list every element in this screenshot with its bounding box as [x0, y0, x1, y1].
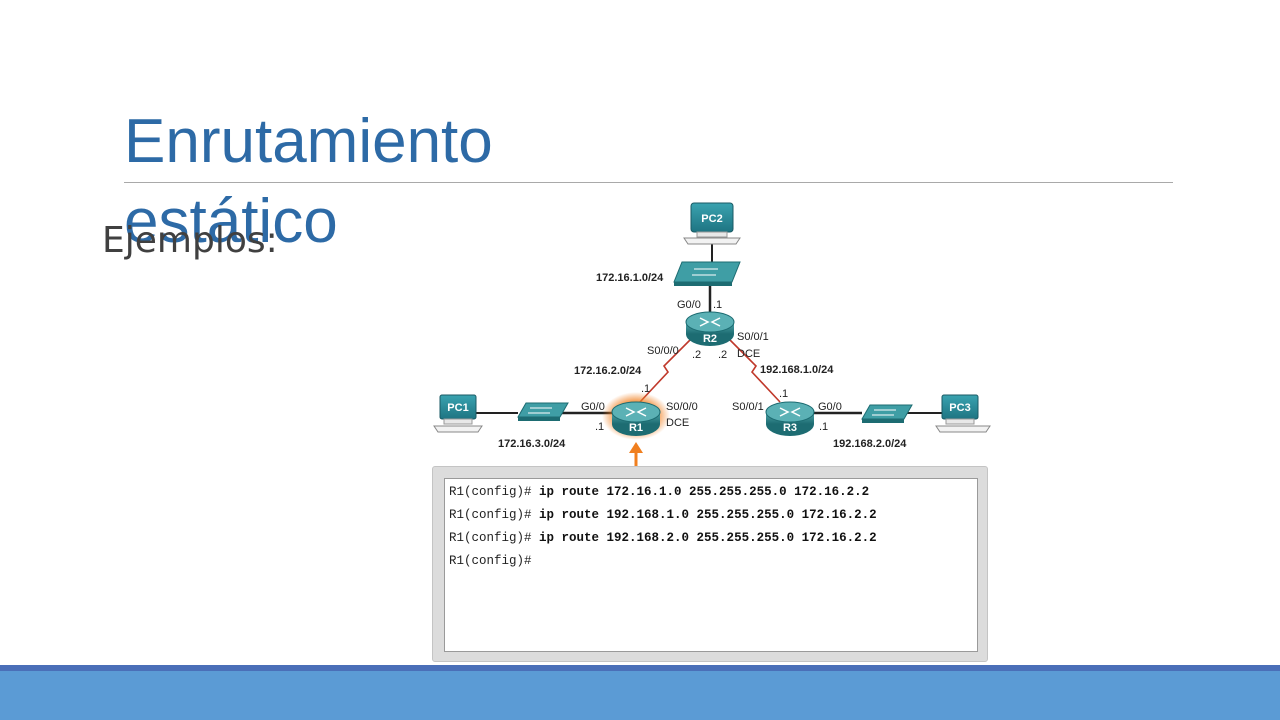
cli-prompt: R1(config)#: [449, 508, 532, 522]
cli-prompt: R1(config)#: [449, 485, 532, 499]
cli-command: ip route 172.16.1.0 255.255.255.0 172.16…: [539, 485, 870, 499]
slide-title: Enrutamiento estático: [124, 107, 493, 256]
cli-line: R1(config)# ip route 172.16.1.0 255.255.…: [449, 482, 977, 505]
net-pc2-label: 172.16.1.0/24: [596, 272, 664, 284]
r3-g00-label: G0/0: [818, 401, 842, 413]
pc2-icon: PC2: [683, 202, 741, 245]
cli-prompt: R1(config)#: [449, 554, 532, 568]
r2-s001-label: S0/0/1: [737, 331, 769, 343]
cli-line: R1(config)# ip route 192.168.1.0 255.255…: [449, 505, 977, 528]
cli-command: ip route 192.168.1.0 255.255.255.0 172.1…: [539, 508, 877, 522]
r2-s000-label: S0/0/0: [647, 345, 679, 357]
pc1-icon: PC1: [433, 394, 483, 433]
cli-prompt: R1(config)#: [449, 531, 532, 545]
r3-label: R3: [783, 422, 797, 434]
pc1-label: PC1: [447, 402, 468, 414]
switch-pc2-icon: [673, 261, 741, 286]
switch-pc3-icon: [861, 404, 913, 423]
router-r2-icon: R2: [685, 311, 735, 346]
router-r1-icon: R1: [602, 392, 670, 440]
net-pc1-label: 172.16.3.0/24: [498, 438, 566, 450]
r2-dce-label: DCE: [737, 348, 760, 360]
footer-accent-line: [0, 665, 1280, 671]
router-r3-icon: R3: [765, 401, 815, 436]
net-pc3-label: 192.168.2.0/24: [833, 438, 907, 450]
net-r2-r3-label: 192.168.1.0/24: [760, 364, 834, 376]
pc2-label: PC2: [701, 213, 722, 225]
r1-label: R1: [629, 422, 643, 434]
r2-s001-host-label: .2: [718, 349, 727, 361]
cli-line: R1(config)# ip route 192.168.2.0 255.255…: [449, 528, 977, 551]
slide-subtitle: Ejemplos:: [102, 220, 278, 261]
switch-pc1-icon: [517, 402, 569, 421]
r2-s000-host-label: .2: [692, 349, 701, 361]
r2-g00-label: G0/0: [677, 299, 701, 311]
r2-label: R2: [703, 333, 717, 345]
r1-dce-label: DCE: [666, 417, 689, 429]
cli-line: R1(config)#: [449, 551, 977, 574]
r1-s000-label: S0/0/0: [666, 401, 698, 413]
cli-command: ip route 192.168.2.0 255.255.255.0 172.1…: [539, 531, 877, 545]
r1-g00-label: G0/0: [581, 401, 605, 413]
r1-g00-host-label: .1: [595, 421, 604, 433]
r2-g00-host-label: .1: [713, 299, 722, 311]
cli-terminal-output: R1(config)# ip route 172.16.1.0 255.255.…: [444, 478, 978, 652]
r3-g00-host-label: .1: [819, 421, 828, 433]
network-topology-diagram: PC2 R2 PC1 R1: [433, 202, 991, 468]
r3-s001-label: S0/0/1: [732, 401, 764, 413]
pc3-label: PC3: [949, 402, 970, 414]
pc3-icon: PC3: [935, 394, 991, 433]
r3-s001-host-label: .1: [779, 388, 788, 400]
serial-link-r2-r3: [729, 339, 781, 403]
footer-bar: [0, 671, 1280, 720]
net-r1-r2-label: 172.16.2.0/24: [574, 365, 642, 377]
title-divider: [124, 182, 1173, 183]
serial-link-r1-r2: [639, 339, 691, 403]
highlight-arrow-icon: [629, 442, 643, 468]
r1-s000-host-label: .1: [641, 383, 650, 395]
